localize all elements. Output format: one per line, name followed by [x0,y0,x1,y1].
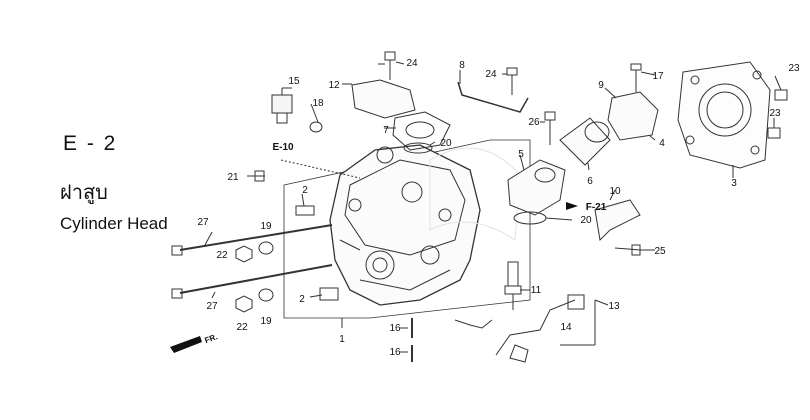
callout-8: 8 [459,60,465,71]
callout-1: 1 [339,334,345,345]
cylinder-head-part [329,144,481,306]
section-title-english: Cylinder Head [60,214,168,233]
callout-27: 27 [197,217,209,228]
callout-22: 22 [216,250,228,261]
callout-10: 10 [609,186,621,197]
callout-2: 2 [299,294,305,305]
callout-24: 24 [406,58,418,69]
callout-26: 26 [528,117,540,128]
callout-24: 24 [485,69,497,80]
callout-18: 18 [312,98,324,109]
section-title-thai: ฝาสูบ [60,180,108,204]
callout-14: 14 [560,322,572,333]
callout-2: 2 [302,185,308,196]
callout-22: 22 [236,322,248,333]
callout-9: 9 [598,80,604,91]
callout-21: 21 [227,172,239,183]
callout-16: 16 [389,323,401,334]
callout-27: 27 [206,301,218,312]
callout-7: 7 [383,125,389,136]
callout-5: 5 [518,149,524,160]
callout-3: 3 [731,178,737,189]
ref-f21: F-21 [586,202,607,213]
callout-17: 17 [652,71,664,82]
callout-12: 12 [328,80,340,91]
callout-16: 16 [389,347,401,358]
callout-19: 19 [260,316,272,327]
callout-25: 25 [654,246,666,257]
section-code: E - 2 [63,132,118,155]
ref-e10: E-10 [272,142,294,153]
callout-20: 20 [440,138,452,149]
callout-11: 11 [531,285,542,296]
callout-6: 6 [587,176,593,187]
callout-23: 23 [788,63,800,74]
callout-19: 19 [260,221,272,232]
callout-20: 20 [580,215,592,226]
callout-13: 13 [608,301,620,312]
callout-4: 4 [659,138,665,149]
callout-23: 23 [769,108,781,119]
callout-15: 15 [288,76,300,87]
ref-fr: FR. [204,332,219,345]
